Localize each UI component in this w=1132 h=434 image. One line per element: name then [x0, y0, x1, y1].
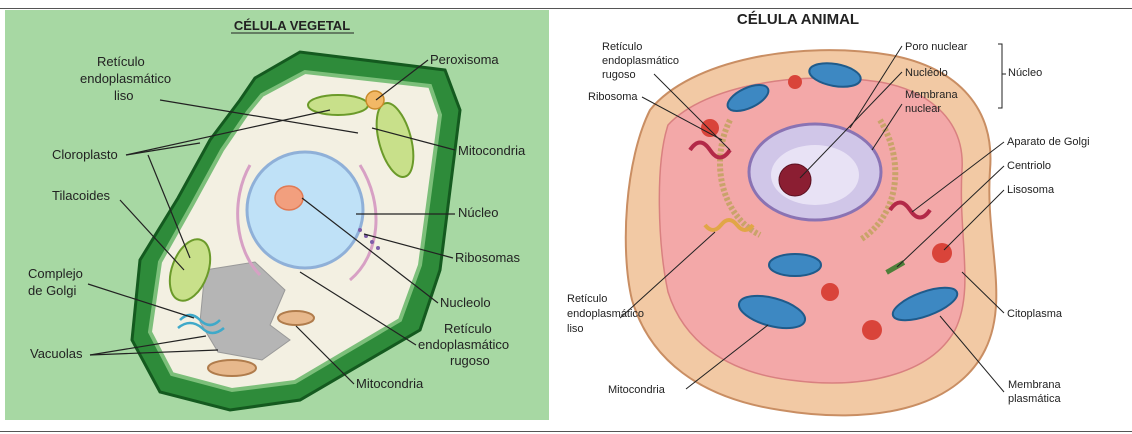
animal-title: CÉLULA ANIMAL: [737, 11, 859, 28]
animal-label-membrana-plasmatica-2: plasmática: [1008, 393, 1061, 405]
plant-title: CÉLULA VEGETAL: [234, 18, 350, 33]
animal-label-nucleolo: Nucléolo: [905, 67, 948, 79]
animal-label-reticulo-rugoso-3: rugoso: [602, 69, 636, 81]
animal-label-mitocondria: Mitocondria: [608, 384, 666, 396]
animal-label-centriolo: Centriolo: [1007, 160, 1051, 172]
plant-label-golgi-2: de Golgi: [28, 283, 77, 298]
plant-label-reticulo-rugoso-2: endoplasmático: [418, 337, 509, 352]
plant-label-cloroplasto: Cloroplasto: [52, 147, 118, 162]
plant-label-nucleo: Núcleo: [458, 205, 498, 220]
plant-label-reticulo-rugoso-3: rugoso: [450, 353, 490, 368]
animal-label-lisosoma: Lisosoma: [1007, 184, 1055, 196]
plant-label-peroxisoma: Peroxisoma: [430, 52, 499, 67]
animal-lysosome-1: [701, 119, 719, 137]
plant-label-reticulo-rugoso-1: Retículo: [444, 321, 492, 336]
animal-mitochondria-3: [769, 254, 821, 276]
animal-label-ribosoma: Ribosoma: [588, 91, 638, 103]
animal-lysosome-4: [821, 283, 839, 301]
animal-label-reticulo-liso-1: Retículo: [567, 293, 607, 305]
plant-label-reticulo-liso-2: endoplasmático: [80, 71, 171, 86]
animal-label-reticulo-rugoso-2: endoplasmático: [602, 55, 679, 67]
plant-label-mitocondria-1: Mitocondria: [458, 143, 526, 158]
plant-mitochondria-2: [278, 311, 314, 325]
plant-mitochondria-1: [208, 360, 256, 376]
plant-peroxisome: [366, 91, 384, 109]
plant-nucleolus: [275, 186, 303, 210]
plant-label-mitocondria-2: Mitocondria: [356, 376, 424, 391]
plant-nucleus: [247, 152, 363, 268]
animal-label-membrana-nuclear-1: Membrana: [905, 89, 958, 101]
animal-lysosome-5: [862, 320, 882, 340]
animal-lysosome-2: [788, 75, 802, 89]
animal-lysosome-3: [932, 243, 952, 263]
animal-nucleolus: [779, 164, 811, 196]
animal-label-poro-nuclear: Poro nuclear: [905, 41, 968, 53]
plant-label-reticulo-liso-1: Retículo: [97, 54, 145, 69]
animal-label-reticulo-liso-2: endoplasmático: [567, 308, 644, 320]
plant-label-vacuolas: Vacuolas: [30, 346, 83, 361]
plant-label-ribosomas: Ribosomas: [455, 250, 521, 265]
animal-label-reticulo-rugoso-1: Retículo: [602, 41, 642, 53]
animal-label-aparato-golgi: Aparato de Golgi: [1007, 136, 1090, 148]
plant-label-nucleolo: Nucleolo: [440, 295, 491, 310]
plant-label-golgi-1: Complejo: [28, 266, 83, 281]
plant-label-tilacoides: Tilacoides: [52, 188, 111, 203]
plant-cell-illustration: [132, 52, 460, 410]
plant-chloroplast-3: [308, 95, 368, 115]
animal-label-nucleo: Núcleo: [1008, 67, 1042, 79]
animal-label-reticulo-liso-3: liso: [567, 323, 584, 335]
animal-label-membrana-plasmatica-1: Membrana: [1008, 379, 1061, 391]
plant-label-reticulo-liso-3: liso: [114, 88, 134, 103]
animal-label-citoplasma: Citoplasma: [1007, 308, 1063, 320]
animal-label-membrana-nuclear-2: nuclear: [905, 103, 941, 115]
